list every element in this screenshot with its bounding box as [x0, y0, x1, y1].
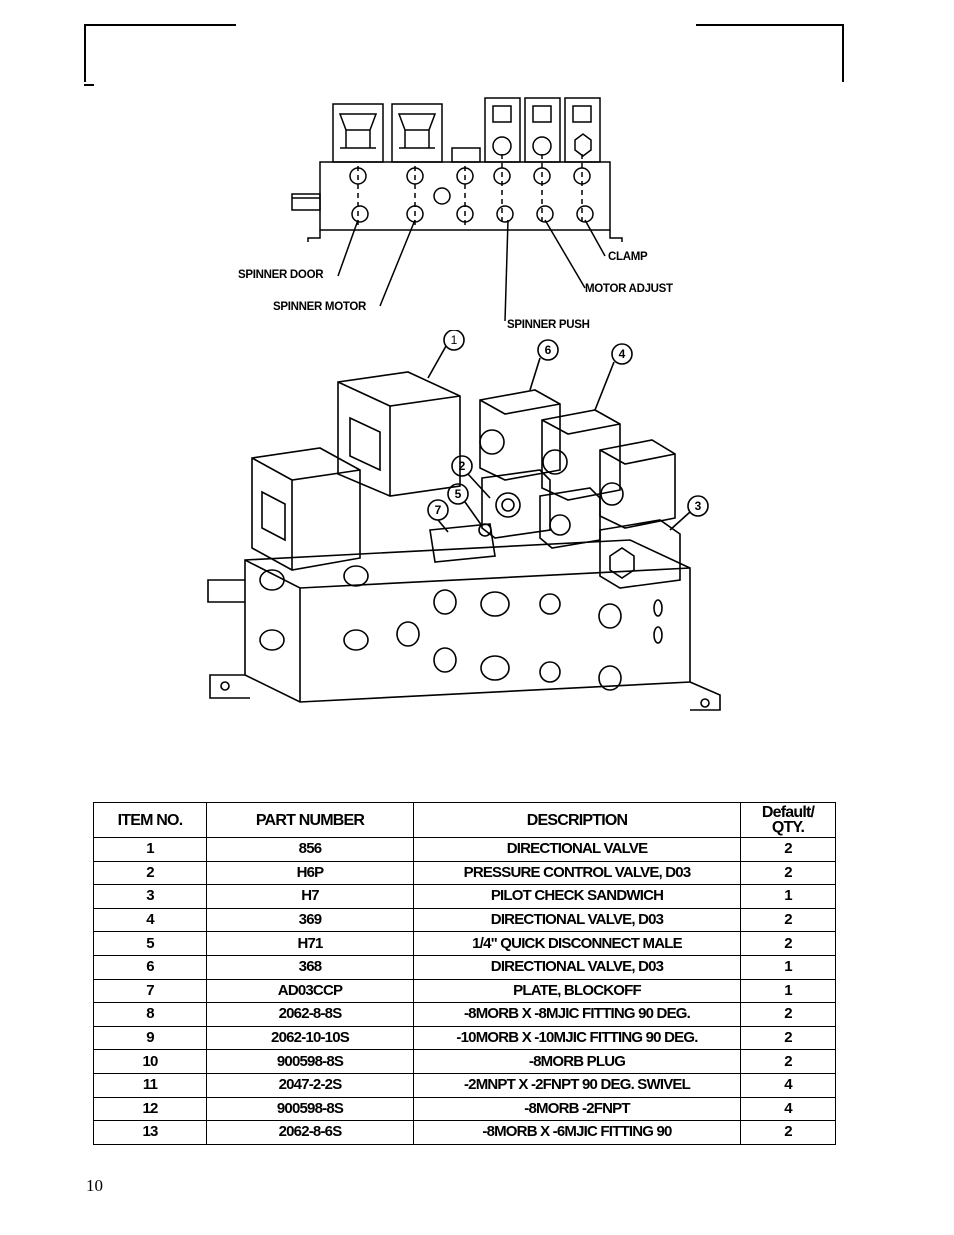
- callout-spinner-motor: SPINNER MOTOR: [273, 301, 367, 313]
- callout-spinner-door: SPINNER DOOR: [238, 269, 324, 281]
- front-view-drawing: SPINNER DOOR SPINNER MOTOR SPINNER PUSH …: [238, 97, 673, 331]
- cell-description: DIRECTIONAL VALVE, D03: [413, 954, 741, 980]
- cell-item-no: 4: [93, 907, 207, 933]
- cell-item-no: 6: [93, 954, 207, 980]
- header-frame: [84, 22, 844, 86]
- cell-part-number: 369: [206, 907, 414, 933]
- header-qty-line2: QTY.: [771, 819, 805, 836]
- table-header-row: ITEM NO. PART NUMBER DESCRIPTION Default…: [93, 802, 836, 838]
- cell-description: PILOT CHECK SANDWICH: [413, 884, 741, 909]
- cell-item-no: 11: [93, 1072, 207, 1098]
- cell-part-number: 368: [206, 954, 414, 980]
- cell-qty: 4: [740, 1096, 836, 1122]
- balloon-7: 7: [435, 503, 442, 517]
- cell-qty: 2: [740, 1049, 836, 1074]
- header-qty-line1: Default/: [761, 804, 815, 821]
- cell-item-no: 2: [93, 860, 207, 886]
- cell-part-number: 2047-2-2S: [206, 1072, 414, 1098]
- cell-item-no: 1: [93, 837, 207, 862]
- balloon-2: 2: [459, 459, 466, 473]
- cell-qty: 2: [740, 1120, 836, 1145]
- cell-qty: 2: [740, 837, 836, 862]
- header-description: DESCRIPTION: [413, 802, 741, 838]
- cell-qty: 2: [740, 860, 836, 886]
- isometric-assembly-drawing: 1 6 4 2 3 5 7: [207, 330, 721, 711]
- cell-description: DIRECTIONAL VALVE, D03: [413, 907, 741, 933]
- cell-qty: 2: [740, 907, 836, 933]
- cell-description: PLATE, BLOCKOFF: [413, 978, 741, 1004]
- callout-clamp: CLAMP: [608, 251, 648, 263]
- cell-description: PRESSURE CONTROL VALVE, D03: [413, 860, 741, 886]
- balloon-4: 4: [619, 347, 626, 361]
- cell-part-number: 900598-8S: [206, 1049, 414, 1074]
- callout-motor-adjust: MOTOR ADJUST: [585, 283, 673, 295]
- cell-part-number: AD03CCP: [206, 978, 414, 1004]
- cell-item-no: 8: [93, 1002, 207, 1027]
- cell-part-number: H6P: [206, 860, 414, 886]
- cell-description: -8MORB -2FNPT: [413, 1096, 741, 1122]
- cell-part-number: H71: [206, 931, 414, 956]
- cell-description: -2MNPT X -2FNPT 90 DEG. SWIVEL: [413, 1072, 741, 1098]
- header-qty: Default/ QTY.: [740, 802, 836, 838]
- cell-description: -8MORB X -8MJIC FITTING 90 DEG.: [413, 1002, 741, 1027]
- balloon-3: 3: [695, 499, 702, 513]
- callout-spinner-push: SPINNER PUSH: [507, 319, 590, 331]
- cell-item-no: 9: [93, 1025, 207, 1051]
- cell-item-no: 10: [93, 1049, 207, 1074]
- cell-part-number: 856: [206, 837, 414, 862]
- cell-qty: 2: [740, 1002, 836, 1027]
- cell-qty: 1: [740, 954, 836, 980]
- cell-item-no: 13: [93, 1120, 207, 1145]
- cell-part-number: 2062-8-8S: [206, 1002, 414, 1027]
- balloon-5: 5: [455, 487, 462, 501]
- cell-item-no: 5: [93, 931, 207, 956]
- cell-part-number: H7: [206, 884, 414, 909]
- cell-description: DIRECTIONAL VALVE: [413, 837, 741, 862]
- cell-part-number: 900598-8S: [206, 1096, 414, 1122]
- header-part-number: PART NUMBER: [206, 802, 414, 838]
- cell-qty: 1: [740, 884, 836, 909]
- cell-qty: 2: [740, 931, 836, 956]
- balloon-1: 1: [451, 333, 458, 347]
- cell-description: -8MORB X -6MJIC FITTING 90: [413, 1120, 741, 1145]
- cell-item-no: 7: [93, 978, 207, 1004]
- cell-part-number: 2062-8-6S: [206, 1120, 414, 1145]
- cell-qty: 2: [740, 1025, 836, 1051]
- cell-description: 1/4" QUICK DISCONNECT MALE: [413, 931, 741, 956]
- balloon-6: 6: [545, 343, 552, 357]
- cell-description: -8MORB PLUG: [413, 1049, 741, 1074]
- cell-qty: 4: [740, 1072, 836, 1098]
- cell-description: -10MORB X -10MJIC FITTING 90 DEG.: [413, 1025, 741, 1051]
- cell-item-no: 12: [93, 1096, 207, 1122]
- cell-item-no: 3: [93, 884, 207, 909]
- page-number: 10: [86, 1176, 103, 1195]
- header-item-no: ITEM NO.: [93, 802, 207, 838]
- parts-list-table: ITEM NO. PART NUMBER DESCRIPTION Default…: [93, 802, 836, 1145]
- cell-qty: 1: [740, 978, 836, 1004]
- cell-part-number: 2062-10-10S: [206, 1025, 414, 1051]
